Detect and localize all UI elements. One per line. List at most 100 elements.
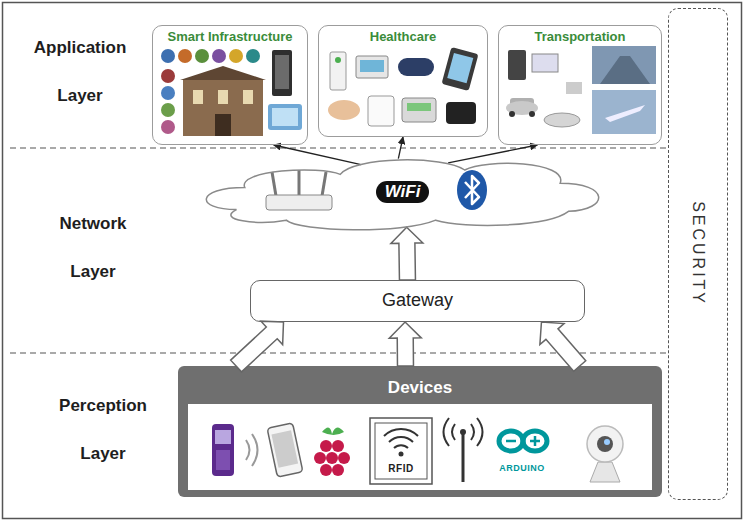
sensor-photo (330, 52, 346, 90)
gateway-label: Gateway (382, 290, 453, 312)
rfid-wave (389, 437, 413, 442)
monitor-photo (356, 56, 388, 78)
security-band: SECURITY (668, 8, 728, 500)
photo-tile (178, 49, 192, 63)
layer-label: Network Layer (59, 200, 126, 296)
building-photo (183, 80, 263, 136)
cloud-shape (206, 160, 598, 230)
application-box: Smart Infrastructure (152, 25, 308, 145)
wearable-photo (398, 58, 434, 76)
raspberry-berry (314, 452, 326, 464)
healthcare-collage (328, 47, 478, 126)
phone-keypad (216, 450, 230, 470)
rfid-card (370, 418, 432, 484)
car-wheel (529, 111, 535, 117)
screen-photo (532, 54, 558, 72)
webcam-body (587, 426, 623, 462)
photo-tile (161, 69, 175, 83)
antenna-wave (477, 418, 483, 446)
building-door (215, 114, 231, 136)
device-icons (212, 418, 623, 484)
photo-tile (161, 86, 175, 100)
devices-strip (188, 404, 652, 490)
arduino-wordmark: ARDUINO (499, 463, 545, 474)
raspberry-berry (320, 464, 332, 476)
bluetooth-badge (457, 170, 487, 210)
monitor-screen (360, 60, 384, 72)
webcam-lens (597, 436, 613, 452)
building-window (218, 90, 228, 104)
transportation-collage (506, 46, 656, 134)
hand-photo (328, 100, 360, 120)
network-cloud: WiFi (195, 148, 610, 236)
building-window (193, 90, 203, 104)
application-title: Smart Infrastructure (168, 29, 293, 45)
gateway-box: Gateway (250, 280, 585, 322)
router-antenna (272, 172, 276, 196)
car-wheel (509, 111, 515, 117)
raspberry-berry (332, 464, 344, 476)
router-icon (266, 170, 332, 210)
photo-tile (161, 49, 175, 63)
application-title: Transportation (534, 29, 625, 45)
phone-screen (275, 55, 289, 89)
rfid-wave (384, 429, 418, 436)
flow-arrow (448, 145, 537, 163)
rfid-wave-dot (399, 452, 404, 457)
block-arrow (231, 321, 284, 372)
outer-frame (3, 3, 742, 519)
raspberry-leaf (322, 427, 344, 435)
building-roof (180, 66, 266, 80)
devices-title: Devices (388, 378, 452, 398)
antenna-wave (452, 424, 455, 440)
layer-label: Application Layer (34, 24, 127, 120)
device-photo (402, 98, 436, 122)
photo-tile (195, 49, 209, 63)
building-window (243, 90, 253, 104)
router-body (266, 195, 332, 210)
phone-screen (215, 430, 231, 444)
application-box: Transportation (498, 25, 662, 145)
signal-arc (246, 440, 250, 460)
antenna-wave (471, 424, 474, 440)
block-arrow (540, 322, 586, 371)
router-antenna (298, 170, 301, 196)
tablet-screen (447, 53, 473, 83)
smartphone (267, 423, 303, 477)
raspberry-berry (338, 452, 350, 464)
bluetooth-icon (457, 170, 487, 210)
road-photo (592, 46, 656, 84)
arduino-plus (534, 436, 537, 446)
photo-tile (161, 120, 175, 134)
feature-phone (212, 424, 234, 476)
flow-arrow (398, 137, 403, 159)
rfid-wave (394, 445, 408, 448)
layer-label: Perception Layer (59, 382, 147, 478)
device-photo (446, 102, 476, 124)
flow-arrow (274, 145, 361, 165)
application-box: Healthcare (318, 25, 488, 137)
photo-tile (212, 49, 226, 63)
application-title: Healthcare (370, 29, 436, 45)
block-arrow (389, 322, 421, 366)
photo-tile (229, 49, 243, 63)
device-photo (368, 96, 394, 126)
raspberry-berry (326, 452, 338, 464)
sensor-light (335, 57, 341, 63)
phone-photo (508, 50, 526, 80)
antenna-tip (460, 429, 466, 435)
rfid-caption: RFID (388, 463, 413, 475)
layer-divider (10, 147, 666, 148)
rfid-card-inner (375, 423, 427, 479)
security-label: SECURITY (688, 202, 707, 307)
smartphone-body (267, 423, 303, 477)
bluetooth-rune (465, 176, 479, 204)
arduino-loop (523, 431, 547, 451)
signal-arc (252, 434, 258, 466)
sky-photo (592, 90, 656, 134)
tablet-photo (442, 47, 479, 91)
antenna-mast (462, 434, 465, 482)
sensor-photo (566, 82, 582, 94)
